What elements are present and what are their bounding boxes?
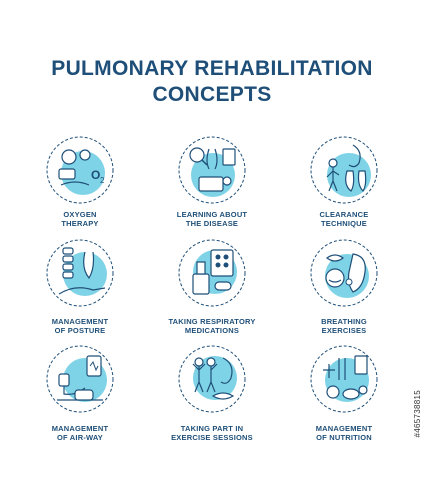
learning-about-disease-icon: [178, 136, 246, 204]
clearance-technique-icon: [310, 136, 378, 204]
management-of-airway-icon: [46, 345, 114, 413]
stock-id-watermark: #465738815: [413, 390, 422, 438]
svg-text:2: 2: [100, 176, 105, 185]
management-of-posture-icon: [46, 239, 114, 307]
breathing-exercises-icon: [310, 239, 378, 307]
management-of-nutrition-icon: [310, 345, 378, 413]
exercise-sessions-icon: [178, 345, 246, 413]
respiratory-medications-icon: [178, 239, 246, 307]
page-subtitle: CONCEPTS: [152, 83, 272, 106]
svg-text:O: O: [91, 168, 100, 182]
oxygen-therapy-icon: O 2: [46, 136, 114, 204]
page-title: PULMONARY REHABILITATION: [51, 57, 373, 80]
